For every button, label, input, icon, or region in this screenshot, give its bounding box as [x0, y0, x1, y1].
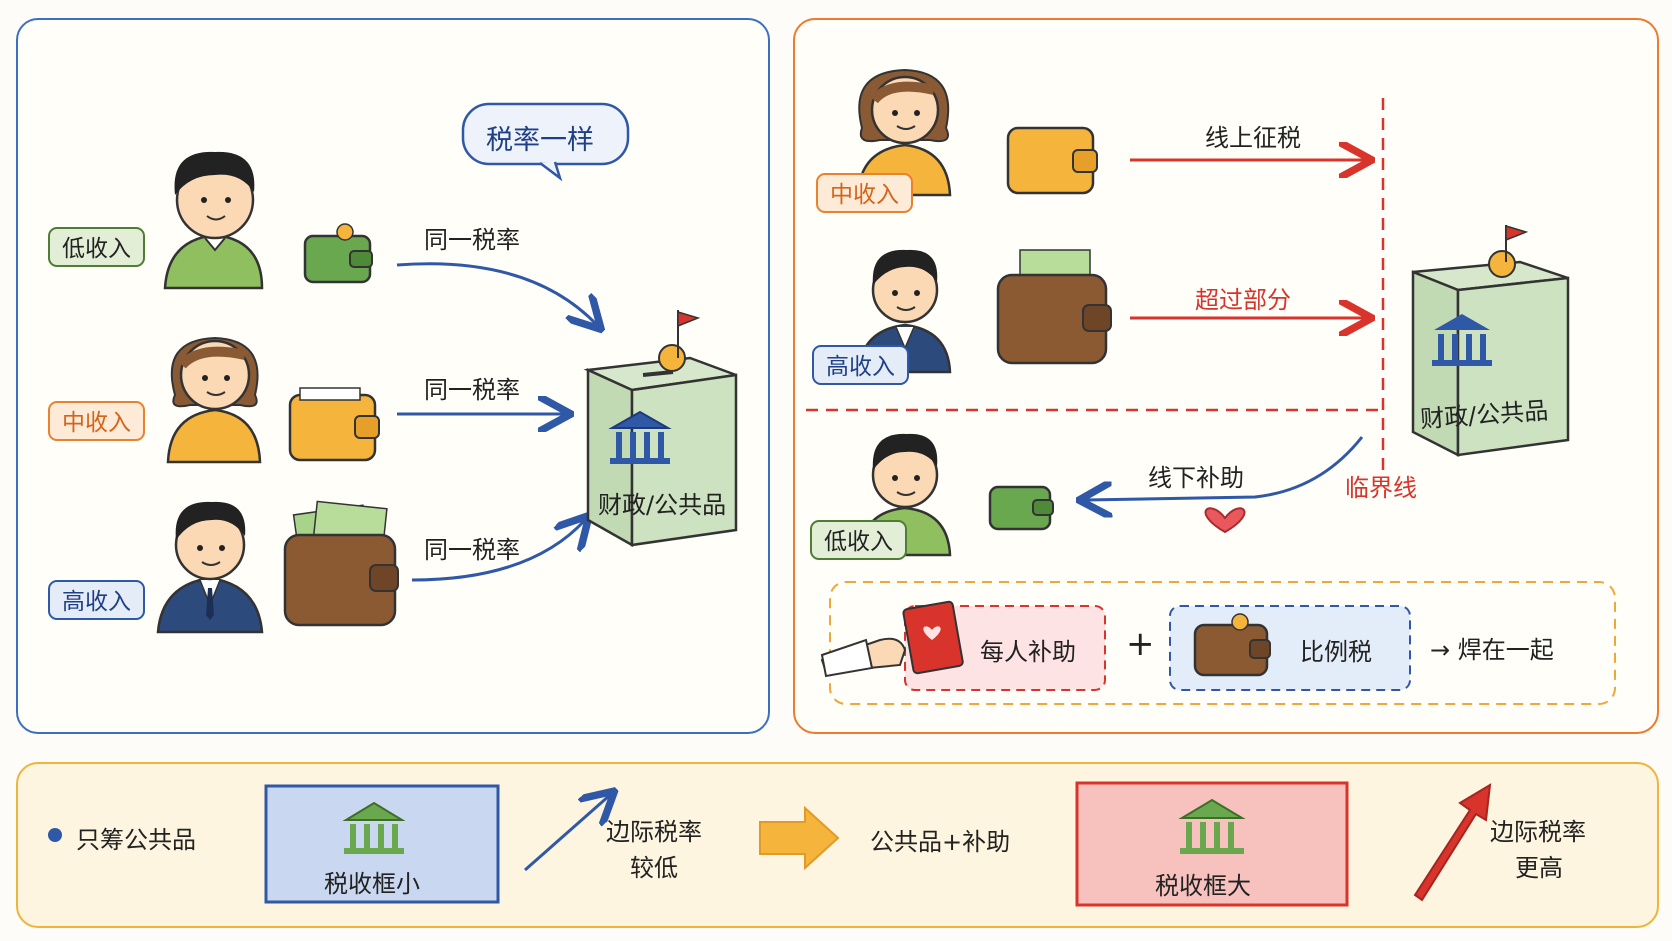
arrow-label-mid: 同一税率 — [424, 376, 520, 404]
person-right-high-icon — [856, 249, 952, 374]
wallet-yellow-icon — [288, 387, 380, 462]
arrow-label-high: 同一税率 — [424, 536, 520, 564]
person-right-low-icon — [858, 433, 952, 557]
tag-low-income: 低收入 — [48, 227, 145, 267]
label-tax-above: 线上征税 — [1205, 124, 1301, 152]
high-rate-line2: 更高 — [1515, 854, 1563, 882]
wallet-brown-money-icon — [283, 500, 399, 627]
arrow-high — [411, 520, 585, 582]
small-box-text: 税收框小 — [324, 870, 420, 898]
combo-subsidy-text: 每人补助 — [980, 638, 1076, 666]
arrow-label-low: 同一税率 — [424, 226, 520, 254]
wallet-right-brown-icon — [996, 249, 1112, 365]
rate-high-arrow-icon — [1413, 783, 1492, 902]
bank-small-icon — [342, 801, 406, 854]
person-low-income-icon — [163, 151, 264, 290]
mid-text: 公共品+补助 — [870, 828, 1011, 856]
tag-mid-income: 中收入 — [48, 401, 145, 441]
tag-right-mid: 中收入 — [816, 173, 913, 213]
bank-big-icon — [1178, 798, 1246, 854]
bullet-text: 只筹公共品 — [76, 826, 196, 854]
rate-low-arrow — [524, 795, 610, 872]
low-rate-line1: 边际税率 — [606, 818, 702, 846]
bullet-dot — [48, 828, 62, 842]
combo-plus: + — [1126, 624, 1155, 664]
treasury-box-left-icon — [583, 310, 738, 548]
treasury-box-right-icon — [1411, 224, 1570, 458]
tag-high-income: 高收入 — [48, 580, 145, 620]
label-excess: 超过部分 — [1195, 286, 1291, 314]
big-arrow-right-icon — [759, 805, 840, 871]
combo-flat-text: 比例税 — [1300, 638, 1372, 666]
tag-right-high: 高收入 — [812, 345, 909, 385]
wallet-right-yellow-icon — [1006, 126, 1098, 195]
wallet-combo-icon — [1193, 613, 1271, 677]
tag-right-low: 低收入 — [810, 520, 907, 560]
arrow-subsidy — [1085, 436, 1364, 500]
box-label-left: 财政/公共品 — [598, 491, 727, 519]
low-rate-line2: 较低 — [630, 854, 678, 882]
label-threshold: 临界线 — [1345, 474, 1417, 502]
arrow-low — [396, 262, 597, 325]
combo-area — [829, 581, 1616, 705]
person-high-income-icon — [156, 501, 264, 634]
heart-icon — [1204, 507, 1246, 534]
wallet-green-icon — [303, 223, 373, 284]
wallet-right-green-icon — [988, 485, 1054, 531]
high-rate-line1: 边际税率 — [1490, 818, 1586, 846]
big-box-text: 税收框大 — [1155, 872, 1251, 900]
person-mid-income-icon — [166, 336, 262, 464]
label-subsidy: 线下补助 — [1148, 464, 1244, 492]
hand-envelope-icon — [820, 600, 964, 678]
bubble-text: 税率一样 — [486, 125, 594, 156]
combo-result-text: → 焊在一起 — [1430, 636, 1554, 664]
speech-bubble — [461, 102, 630, 182]
